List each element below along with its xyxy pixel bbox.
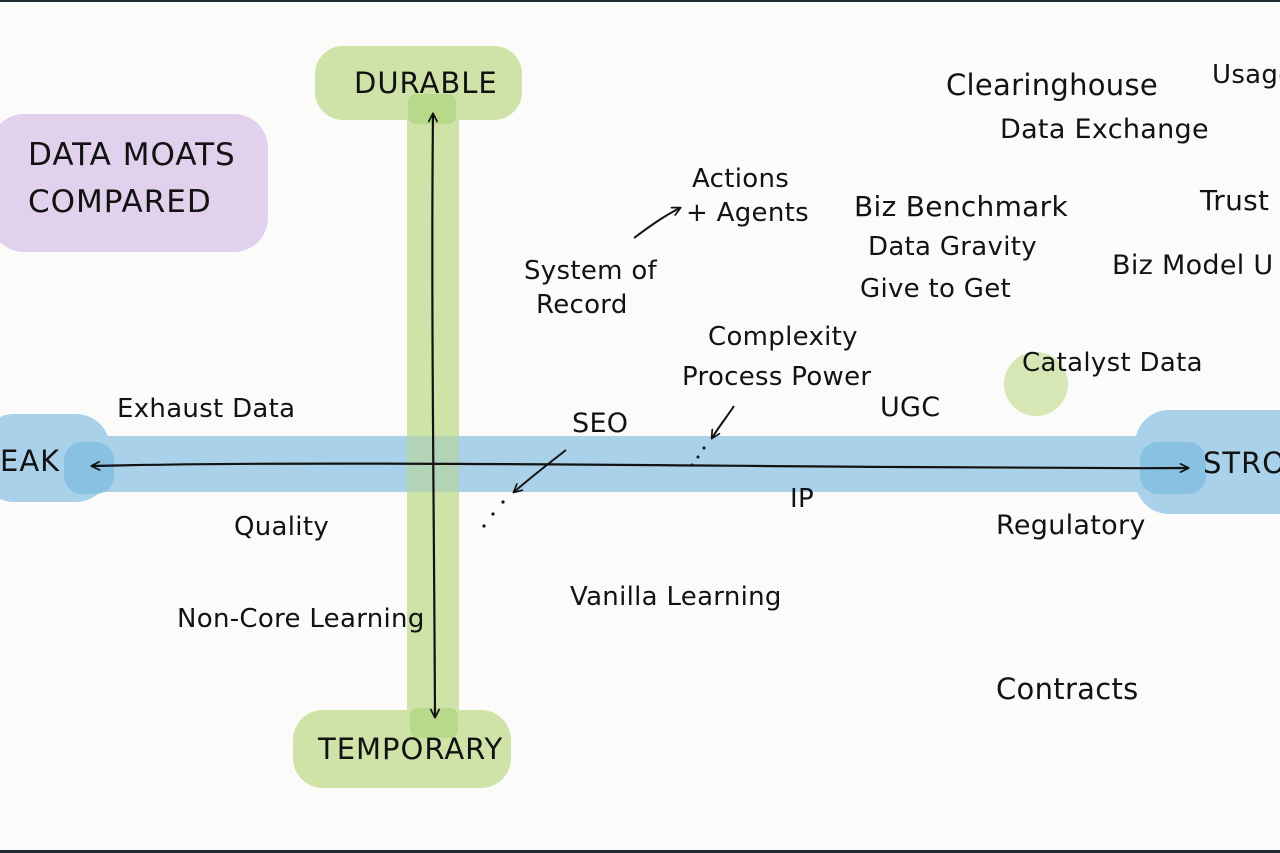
item-seo: SEO: [572, 408, 629, 439]
item-system-of: System of: [524, 256, 657, 286]
strength-axis-arrow: [90, 460, 1190, 474]
item-catalyst-data: Catalyst Data: [1022, 348, 1203, 378]
catalyst-highlight-dot: [1004, 352, 1068, 416]
durability-axis-arrow: [427, 112, 440, 719]
item-biz-benchmark: Biz Benchmark: [854, 190, 1068, 223]
item-usage: Usage: [1212, 60, 1280, 90]
process-power-pointer-arrow: [710, 405, 735, 440]
item-exhaust-data: Exhaust Data: [117, 394, 296, 424]
axis-label-temporary: TEMPORARY: [318, 732, 504, 766]
item-regulatory: Regulatory: [996, 510, 1146, 541]
item-quality: Quality: [234, 512, 330, 542]
item-process-power: Process Power: [682, 362, 872, 392]
item-ip: IP: [790, 484, 814, 514]
item-vanilla-learning: Vanilla Learning: [570, 582, 782, 612]
axis-label-durable: DURABLE: [354, 66, 498, 100]
weak-end-cap-shade: [64, 442, 114, 494]
system-to-agents-arrow: [633, 206, 682, 239]
axis-label-weak: EAK: [0, 444, 61, 478]
vertical-band-shade-top: [408, 94, 456, 124]
durable-highlight-box: [315, 46, 522, 120]
item-agents: + Agents: [686, 198, 809, 228]
title-line-1: DATA MOATS: [28, 137, 236, 173]
title-highlight-box: [0, 114, 268, 252]
item-trust: Trust: [1200, 184, 1270, 217]
item-ugc: UGC: [880, 392, 941, 423]
axis-label-strong: STRO: [1203, 446, 1280, 480]
item-actions: Actions: [692, 164, 790, 194]
seo-pointer-arrow: [512, 449, 567, 494]
item-record: Record: [536, 290, 628, 320]
item-data-exchange: Data Exchange: [1000, 114, 1209, 145]
item-non-core-learning: Non-Core Learning: [177, 604, 425, 634]
item-clearinghouse: Clearinghouse: [946, 68, 1159, 102]
item-complexity: Complexity: [708, 322, 858, 352]
item-contracts: Contracts: [996, 672, 1139, 706]
item-data-gravity: Data Gravity: [868, 232, 1037, 262]
diagram-title: DATA MOATS COMPARED: [28, 132, 236, 225]
seo-dotted-trail: [482, 500, 505, 528]
item-give-to-get: Give to Get: [860, 274, 1012, 304]
vertical-band-shade-bottom: [410, 708, 458, 738]
item-biz-model: Biz Model U: [1112, 250, 1274, 281]
title-line-2: COMPARED: [28, 183, 212, 220]
process-power-dotted-trail: [690, 446, 706, 467]
